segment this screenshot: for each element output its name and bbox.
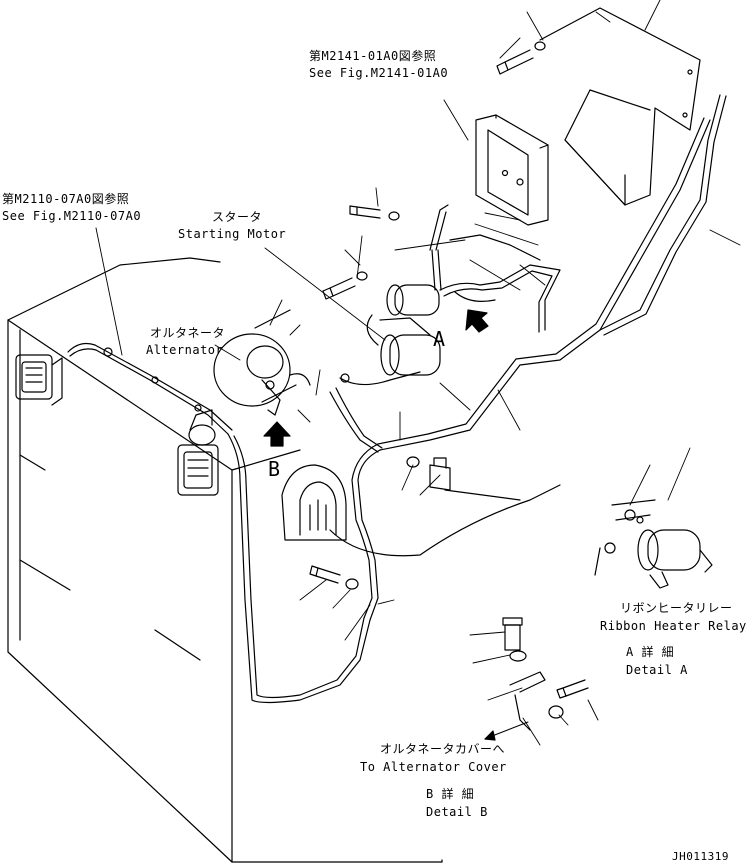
starter-label-jp: スタータ (212, 210, 263, 224)
connector-left-top (15, 354, 63, 406)
alt-cover-label-en: To Alternator Cover (360, 760, 507, 774)
arrows (263, 309, 529, 741)
alternator-label-en: Alternator (146, 343, 224, 357)
bolts (309, 41, 589, 731)
detail-b-title-jp: B 詳 細 (426, 787, 475, 801)
frame-box (7, 257, 561, 863)
ref-label-top-jp: 第M2141-01A0図参照 (309, 49, 437, 63)
ref-label-left-jp: 第M2110-07A0図参照 (2, 192, 130, 206)
alt-cover-label-jp: オルタネータカバーへ (380, 742, 506, 756)
wire-harness-center (329, 204, 561, 453)
detail-a-title-jp: A 詳 細 (626, 645, 675, 659)
alternator-label-jp: オルタネータ (150, 326, 226, 340)
drawing-number: JH011319 (672, 850, 729, 863)
controller-box (475, 114, 549, 226)
alternator (213, 309, 311, 416)
starting-motor (339, 284, 441, 386)
relay-label-en: Ribbon Heater Relay (600, 619, 747, 633)
detail-b-title-en: Detail B (426, 805, 488, 819)
detail-b-marker: B (268, 457, 281, 481)
starter-label-en: Starting Motor (178, 227, 287, 241)
cover-plate (539, 7, 701, 206)
detail-a-marker: A (433, 327, 446, 351)
leader-lines (95, 0, 741, 746)
ref-label-top-en: See Fig.M2141-01A0 (309, 66, 449, 80)
wire-harness-left (67, 94, 727, 704)
alternator-cover (281, 464, 347, 541)
ribbon-heater-relay (594, 499, 713, 589)
ref-label-left-en: See Fig.M2110-07A0 (2, 209, 142, 223)
detail-a-title-en: Detail A (626, 663, 688, 677)
relay-label-jp: リボンヒータリレー (620, 601, 733, 615)
connector-left-mid (177, 409, 219, 496)
